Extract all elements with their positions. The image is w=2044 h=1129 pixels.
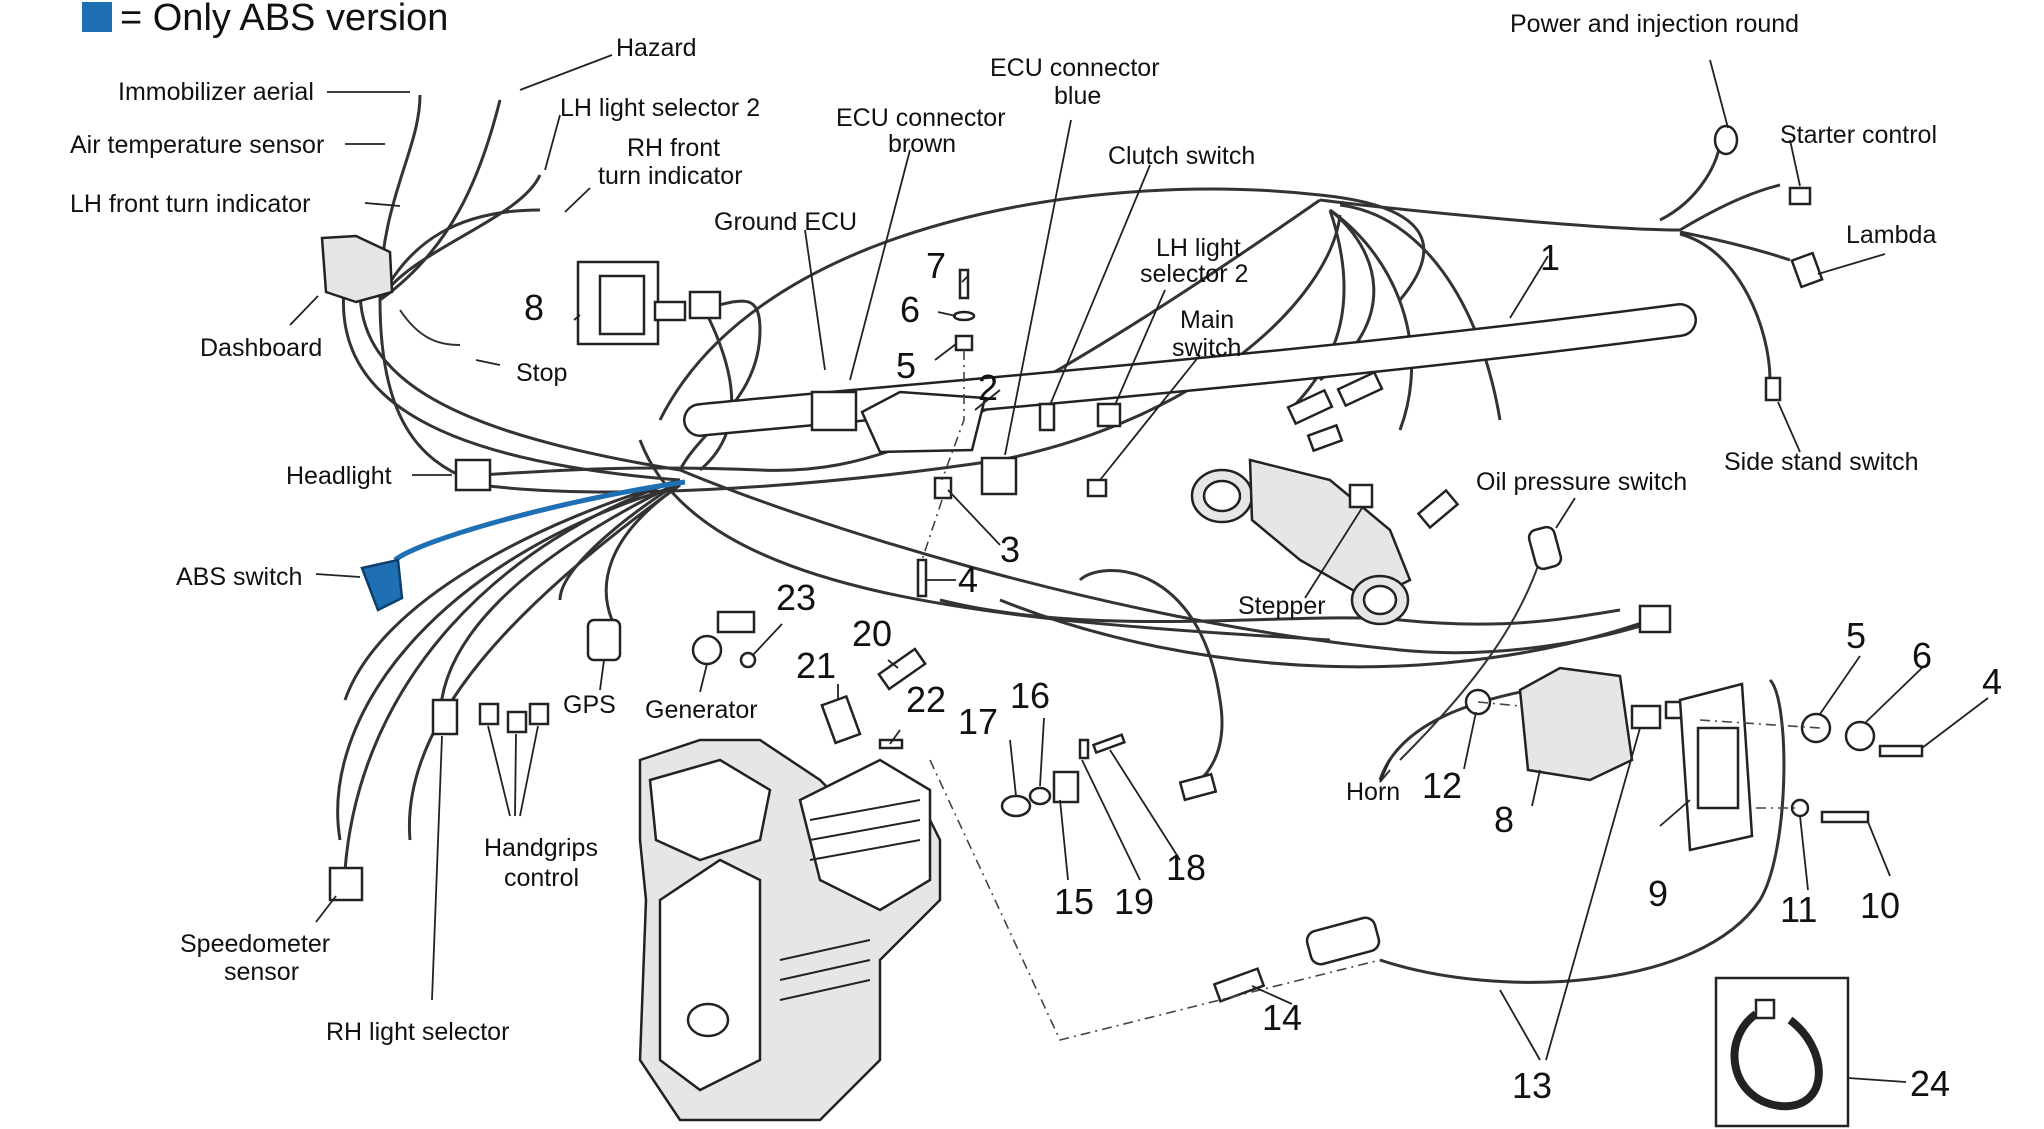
label-oil-pressure-switch: Oil pressure switch (1476, 468, 1687, 496)
gps-connector (586, 618, 622, 662)
abs-switch-component (360, 558, 404, 612)
label-main-switch-2: switch (1172, 334, 1241, 362)
part-numbers: 1 2 3 4 5 6 7 8 8 9 10 11 12 13 14 15 16… (524, 237, 2002, 1106)
label-lh-light-selector-2-mid-1: LH light (1156, 234, 1241, 262)
components (320, 124, 1924, 1128)
label-stepper: Stepper (1238, 592, 1326, 620)
label-generator: Generator (645, 696, 758, 724)
part-number-23: 23 (776, 577, 816, 618)
label-rh-light-selector: RH light selector (326, 1018, 509, 1046)
legend: = Only ABS version (82, 0, 448, 39)
label-ecu-connector-brown-1: ECU connector (836, 104, 1006, 132)
dashboard-unit (320, 234, 394, 304)
ecu-main-part-2 (860, 390, 987, 454)
part-number-5b: 5 (1846, 615, 1866, 656)
rh-light-selector-connector (431, 698, 459, 736)
part-number-24: 24 (1910, 1063, 1950, 1104)
part-number-15: 15 (1054, 881, 1094, 922)
ignition-coil-8 (1518, 666, 1704, 782)
part-number-4a: 4 (958, 559, 978, 600)
part-number-17: 17 (958, 701, 998, 742)
label-lh-light-selector-2-top: LH light selector 2 (560, 94, 760, 122)
part-number-22: 22 (906, 679, 946, 720)
label-immobilizer-aerial: Immobilizer aerial (118, 78, 314, 106)
label-handgrips-control-1: Handgrips (484, 834, 598, 862)
ecu-connector-blue (980, 456, 1018, 496)
part-number-10: 10 (1860, 885, 1900, 926)
label-starter-control: Starter control (1780, 121, 1937, 149)
label-lh-light-selector-2-mid-2: selector 2 (1140, 260, 1248, 288)
label-headlight: Headlight (286, 462, 392, 490)
label-rh-front-turn-indicator-2: turn indicator (598, 162, 743, 190)
label-speedometer-sensor-2: sensor (224, 958, 299, 986)
label-lh-front-turn-indicator: LH front turn indicator (70, 190, 310, 218)
part-number-16: 16 (1010, 675, 1050, 716)
legend-text: = Only ABS version (120, 0, 448, 39)
dashed-link (929, 759, 1381, 1041)
part-number-8b: 8 (1494, 799, 1514, 840)
legend-abs-swatch (82, 2, 112, 32)
part-number-13: 13 (1512, 1065, 1552, 1106)
ecu-connector-brown (810, 390, 858, 432)
part-number-4b: 4 (1982, 661, 2002, 702)
throttle-body (1190, 458, 1412, 626)
label-horn: Horn (1346, 778, 1400, 806)
label-abs-switch: ABS switch (176, 563, 302, 591)
label-ecu-connector-brown-2: brown (888, 130, 956, 158)
part-number-2: 2 (978, 367, 998, 408)
speedometer-connector (328, 866, 364, 902)
label-handgrips-control-2: control (504, 864, 579, 892)
part-number-5a: 5 (896, 345, 916, 386)
label-ecu-connector-blue-1: ECU connector (990, 54, 1160, 82)
part-number-6a: 6 (900, 289, 920, 330)
oil-pressure-switch (1527, 525, 1563, 571)
labels: Hazard Immobilizer aerial LH light selec… (70, 10, 1937, 1046)
spark-plug-14 (1212, 967, 1266, 1003)
label-lambda: Lambda (1846, 221, 1936, 249)
part-number-9: 9 (1648, 873, 1668, 914)
part-number-21: 21 (796, 645, 836, 686)
part-number-6b: 6 (1912, 635, 1932, 676)
label-speedometer-sensor-1: Speedometer (180, 930, 330, 958)
part-number-19: 19 (1114, 881, 1154, 922)
label-power-injection-round: Power and injection round (1510, 10, 1799, 38)
part-number-3: 3 (1000, 529, 1020, 570)
label-stop: Stop (516, 359, 567, 387)
engine-block (638, 738, 942, 1122)
label-clutch-switch: Clutch switch (1108, 142, 1255, 170)
label-dashboard: Dashboard (200, 334, 322, 362)
part-number-18: 18 (1166, 847, 1206, 888)
part-number-14: 14 (1262, 997, 1302, 1038)
part-number-1: 1 (1540, 237, 1560, 278)
label-hazard: Hazard (616, 34, 697, 62)
part-number-20: 20 (852, 613, 892, 654)
label-main-switch-1: Main (1180, 306, 1234, 334)
leader-lines (289, 54, 1989, 1083)
harness-sleeve-part-1 (683, 303, 1697, 437)
headlight-connector (454, 458, 492, 492)
label-gps: GPS (563, 691, 616, 719)
part-number-8a: 8 (524, 287, 544, 328)
label-rh-front-turn-indicator-1: RH front (627, 134, 720, 162)
part-number-12: 12 (1422, 765, 1462, 806)
part-number-7: 7 (926, 245, 946, 286)
part-number-11: 11 (1780, 889, 1817, 930)
generator-connector (691, 634, 723, 666)
label-air-temperature-sensor: Air temperature sensor (70, 131, 324, 159)
label-ground-ecu: Ground ECU (714, 208, 857, 236)
label-ecu-connector-blue-2: blue (1054, 82, 1101, 110)
label-side-stand-switch: Side stand switch (1724, 448, 1919, 476)
